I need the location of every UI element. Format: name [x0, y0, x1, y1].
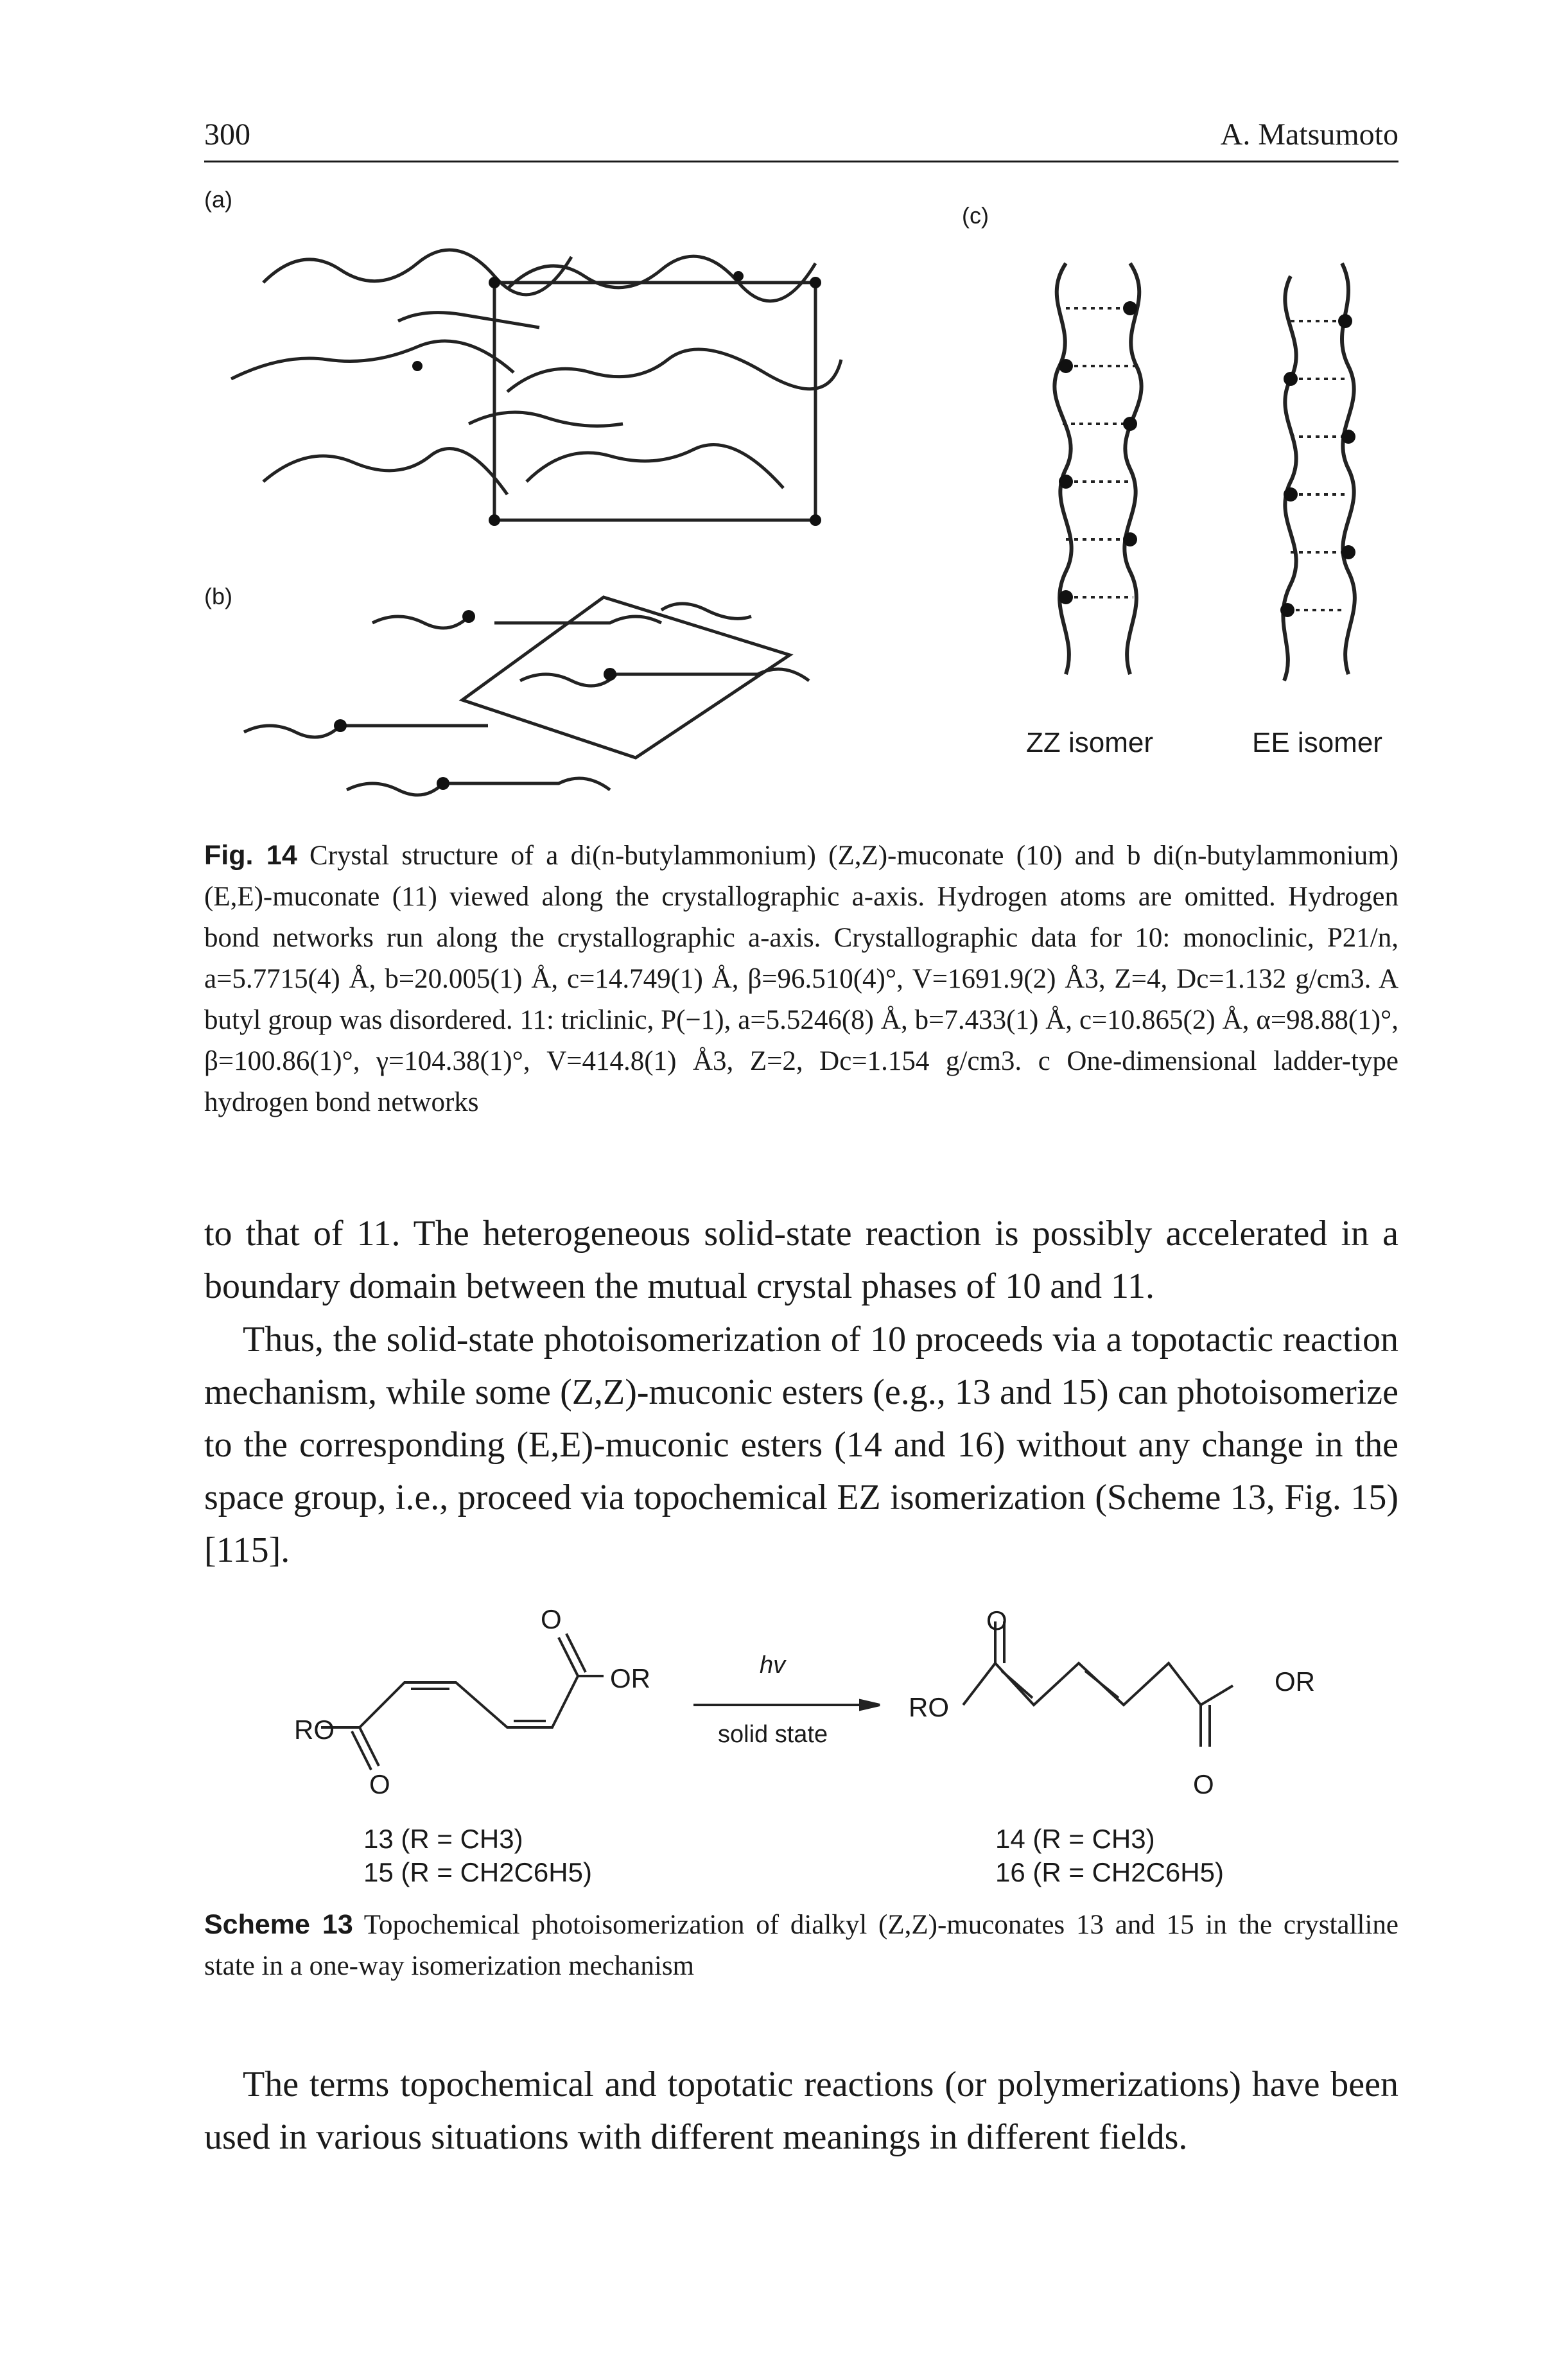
scheme-right-o-top: O: [986, 1605, 1007, 1636]
panel-c-label: (c): [962, 202, 989, 229]
scheme-left-or: OR: [610, 1663, 650, 1693]
scheme-13-reaction: [321, 1621, 1234, 1770]
figure-caption: Fig. 14 Crystal structure of a di(n-buty…: [204, 835, 1398, 1123]
scheme-left-o-top: O: [541, 1604, 562, 1634]
body-paragraph-2: Thus, the solid-state photoisomerization…: [204, 1320, 1398, 1570]
unit-cell-b: [458, 595, 794, 760]
ee-ladder-right: [1340, 262, 1357, 675]
zz-ladder-right: [1122, 262, 1144, 675]
zz-muconate-skeleton: [358, 1675, 579, 1729]
scheme-caption-text: Topochemical photoisomerization of dialk…: [204, 1910, 1399, 1981]
scheme-hv: hv: [760, 1652, 786, 1679]
chain-a-1: [262, 248, 573, 297]
compound-14: 14 (R = CH3): [995, 1824, 1155, 1854]
panel-b-label: (b): [204, 583, 232, 609]
unit-cell-a: [492, 281, 817, 522]
header-rule: [204, 161, 1398, 162]
scheme-right-o-bottom: O: [1193, 1769, 1214, 1799]
scheme-solid-state: solid state: [718, 1721, 828, 1748]
chain-a-2: [506, 254, 817, 303]
figure-caption-text: Crystal structure of a di(n-butylammoniu…: [204, 841, 1399, 1117]
chain-b-2: [494, 615, 663, 625]
scheme-right-ro: RO: [909, 1692, 949, 1722]
page-number: 300: [204, 118, 250, 152]
body-paragraph-3: The terms topochemical and topotatic rea…: [204, 2065, 1398, 2157]
compound-15: 15 (R = CH2C6H5): [363, 1857, 592, 1887]
scheme-left-o-bottom: O: [369, 1769, 390, 1799]
running-head: A. Matsumoto: [1220, 118, 1398, 152]
chain-b-1: [371, 615, 470, 630]
chain-a-3: [230, 339, 515, 381]
chain-b-4: [243, 724, 488, 739]
scheme-left-ro: RO: [294, 1715, 335, 1745]
chain-a-4: [506, 347, 843, 393]
chain-a-7: [397, 311, 540, 329]
ee-isomer-label: EE isomer: [1252, 727, 1382, 758]
ee-ladder-left: [1281, 275, 1298, 682]
compound-13: 13 (R = CH3): [363, 1824, 523, 1854]
body-paragraph-1: to that of 11. The heterogeneous solid-s…: [204, 1214, 1398, 1306]
zz-isomer-label: ZZ isomer: [1026, 727, 1153, 758]
chain-b-6: [660, 602, 752, 620]
figure-caption-lead: Fig. 14: [204, 840, 297, 871]
scheme-caption: Scheme 13 Topochemical photoisomerizatio…: [204, 1904, 1398, 1987]
chain-a-6: [525, 443, 785, 489]
scheme-right-or: OR: [1275, 1666, 1315, 1697]
ladder-networks-figure: [1052, 262, 1357, 682]
zz-ladder-left: [1052, 262, 1074, 675]
crystal-structure-figure: [230, 248, 843, 797]
ee-muconate-skeleton: [962, 1661, 1234, 1707]
scheme-caption-lead: Scheme 13: [204, 1909, 353, 1940]
chain-b-5: [345, 776, 611, 797]
chain-a-8: [467, 410, 623, 428]
compound-16: 16 (R = CH2C6H5): [995, 1857, 1224, 1887]
chain-b-3: [519, 667, 810, 688]
panel-a-label: (a): [204, 186, 232, 213]
chain-a-5: [262, 447, 509, 496]
